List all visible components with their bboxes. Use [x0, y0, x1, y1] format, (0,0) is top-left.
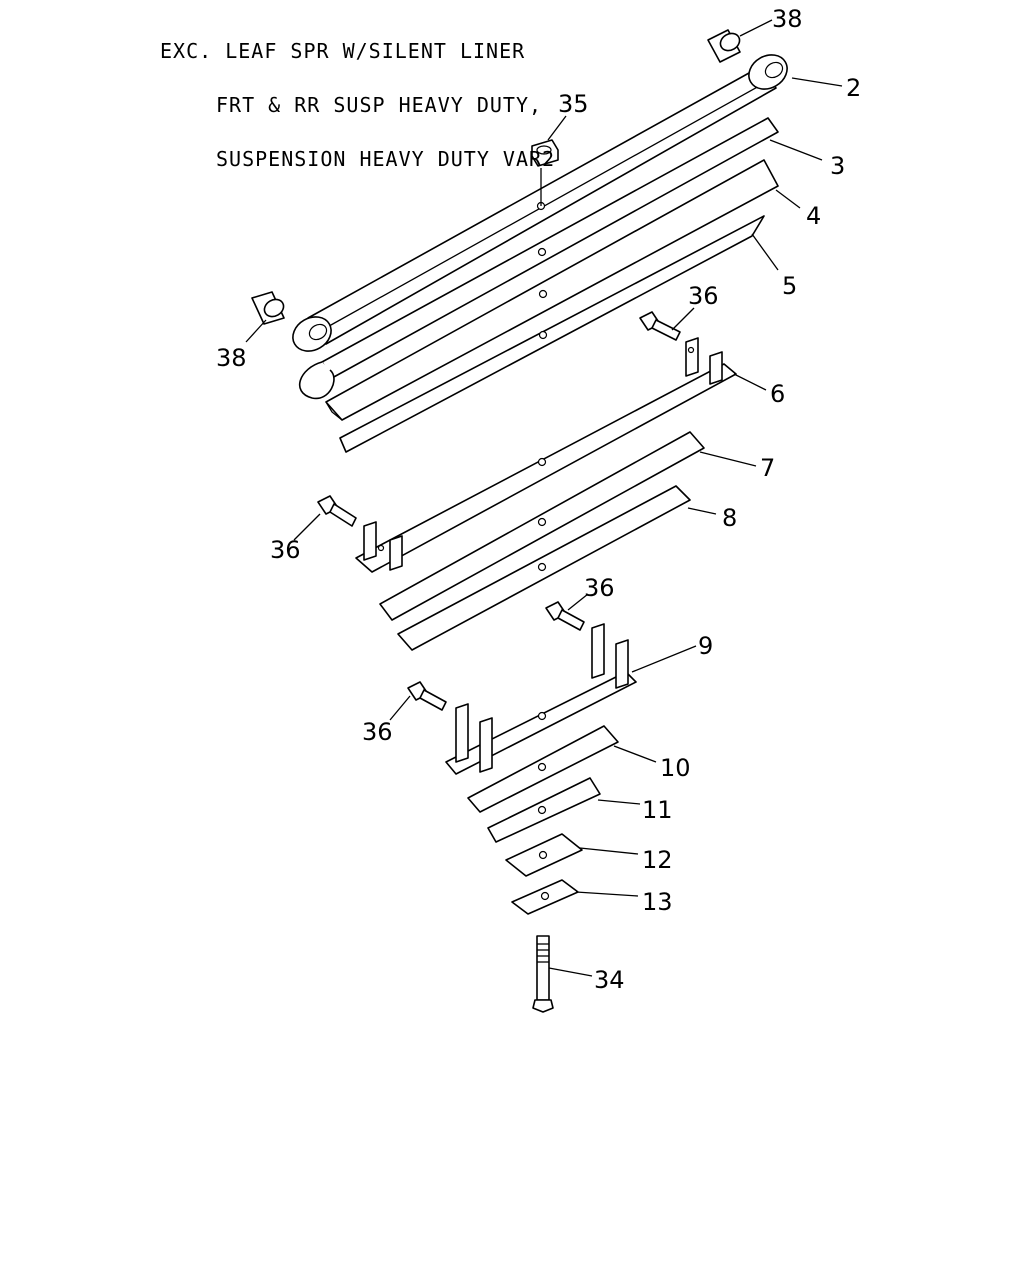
- bolt-36-a: [639, 311, 681, 341]
- shim-13: [511, 879, 579, 915]
- callout-36-b: 36: [270, 536, 301, 564]
- callout-5: 5: [782, 272, 797, 300]
- leaf-3: [299, 117, 779, 400]
- bolt-36-c: [545, 601, 585, 631]
- bushing-38-lower: [251, 291, 285, 325]
- callout-11: 11: [642, 796, 673, 824]
- leaf-4: [325, 159, 779, 421]
- callout-35: 35: [558, 90, 589, 118]
- title-line-3: SUSPENSION HEAVY DUTY VAR2: [216, 147, 556, 171]
- callout-labels: 38 2 35 3 4 5 36 38 6 7 36 8 36 9 36 10 …: [216, 5, 861, 994]
- callout-6: 6: [770, 380, 785, 408]
- callout-10: 10: [660, 754, 691, 782]
- callout-7: 7: [760, 454, 775, 482]
- callout-36-c: 36: [584, 574, 615, 602]
- callout-38-lower: 38: [216, 344, 247, 372]
- bolt-36-d: [407, 681, 447, 711]
- bolt-36-b: [317, 495, 357, 527]
- leaf-6: [355, 337, 737, 573]
- title-line-1: EXC. LEAF SPR W/SILENT LINER: [160, 39, 526, 63]
- leader-lines: [245, 19, 843, 977]
- callout-3: 3: [830, 152, 845, 180]
- diagram-title: EXC. LEAF SPR W/SILENT LINER FRT & RR SU…: [160, 6, 555, 204]
- leaf-10: [467, 725, 619, 813]
- callout-4: 4: [806, 202, 821, 230]
- leaf-11: [487, 777, 601, 843]
- callout-34: 34: [594, 966, 625, 994]
- callout-2: 2: [846, 74, 861, 102]
- title-line-2: FRT & RR SUSP HEAVY DUTY,: [216, 93, 543, 117]
- callout-36-d: 36: [362, 718, 393, 746]
- leaf-2: [292, 54, 788, 352]
- callout-36-a: 36: [688, 282, 719, 310]
- callout-9: 9: [698, 632, 713, 660]
- shim-12: [505, 833, 583, 877]
- callout-12: 12: [642, 846, 673, 874]
- callout-8: 8: [722, 504, 737, 532]
- callout-38-upper: 38: [772, 5, 803, 33]
- leaf-7: [379, 431, 705, 621]
- leaf-8: [397, 485, 691, 651]
- bushing-38-upper: [707, 29, 741, 63]
- nut-35: [531, 139, 559, 206]
- callout-13: 13: [642, 888, 673, 916]
- center-bolt-34: [532, 935, 554, 1013]
- leaf-5: [339, 215, 765, 453]
- leaf-9: [445, 623, 637, 775]
